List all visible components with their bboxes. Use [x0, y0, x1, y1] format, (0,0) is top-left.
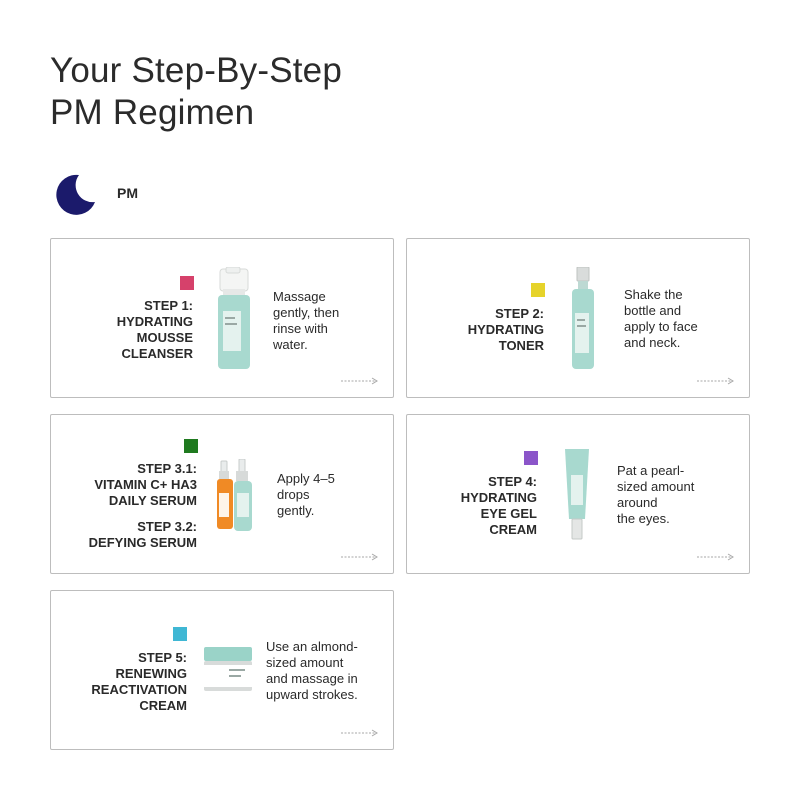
- foam-pump-bottle-icon: [218, 267, 250, 369]
- step-title: STEP 4: HYDRATING EYE GEL CREAM: [460, 474, 537, 537]
- step-subtitle: STEP 3.2: DEFYING SERUM: [88, 519, 197, 550]
- step-color-swatch: [531, 283, 545, 297]
- step-card-5[interactable]: STEP 5: RENEWING REACTIVATION CREAM Use …: [50, 590, 394, 750]
- toner-bottle-icon: [572, 267, 594, 369]
- step-card-4[interactable]: STEP 4: HYDRATING EYE GEL CREAM Pat a pe…: [406, 414, 750, 574]
- time-of-day-indicator: PM: [52, 170, 192, 218]
- step-title: STEP 2: HYDRATING TONER: [467, 306, 544, 353]
- step-title: STEP 1: HYDRATING MOUSSE CLEANSER: [116, 298, 193, 361]
- page-title: Your Step-By-Step PM Regimen: [50, 50, 342, 134]
- step-title: STEP 3.1: VITAMIN C+ HA3 DAILY SERUM: [94, 461, 197, 508]
- arrow-right-icon[interactable]: [697, 377, 735, 385]
- step-instructions: Pat a pearl- sized amount around the eye…: [617, 463, 695, 526]
- serum-dropper-bottles-icon: [217, 459, 252, 531]
- step-instructions: Shake the bottle and apply to face and n…: [624, 287, 698, 350]
- step-title: STEP 5: RENEWING REACTIVATION CREAM: [91, 650, 187, 713]
- step-color-swatch: [524, 451, 538, 465]
- step-card-3[interactable]: STEP 3.1: VITAMIN C+ HA3 DAILY SERUM STE…: [50, 414, 394, 574]
- arrow-right-icon[interactable]: [697, 553, 735, 561]
- arrow-right-icon[interactable]: [341, 553, 379, 561]
- step-card-1[interactable]: STEP 1: HYDRATING MOUSSE CLEANSER Massag…: [50, 238, 394, 398]
- cream-jar-icon: [204, 647, 252, 691]
- page-title-line-1: Your Step-By-Step: [50, 51, 342, 90]
- eye-gel-tube-icon: [565, 449, 589, 540]
- moon-icon: [56, 174, 95, 215]
- step-card-2[interactable]: STEP 2: HYDRATING TONER Shake the bottle…: [406, 238, 750, 398]
- step-instructions: Massage gently, then rinse with water.: [273, 289, 340, 352]
- step-color-swatch: [180, 276, 194, 290]
- step-instructions: Apply 4–5 drops gently.: [277, 471, 335, 518]
- step-color-swatch: [184, 439, 198, 453]
- step-color-swatch: [173, 627, 187, 641]
- page-title-line-2: PM Regimen: [50, 93, 255, 132]
- time-of-day-label: PM: [117, 185, 138, 201]
- arrow-right-icon[interactable]: [341, 377, 379, 385]
- step-instructions: Use an almond- sized amount and massage …: [266, 639, 358, 702]
- arrow-right-icon[interactable]: [341, 729, 379, 737]
